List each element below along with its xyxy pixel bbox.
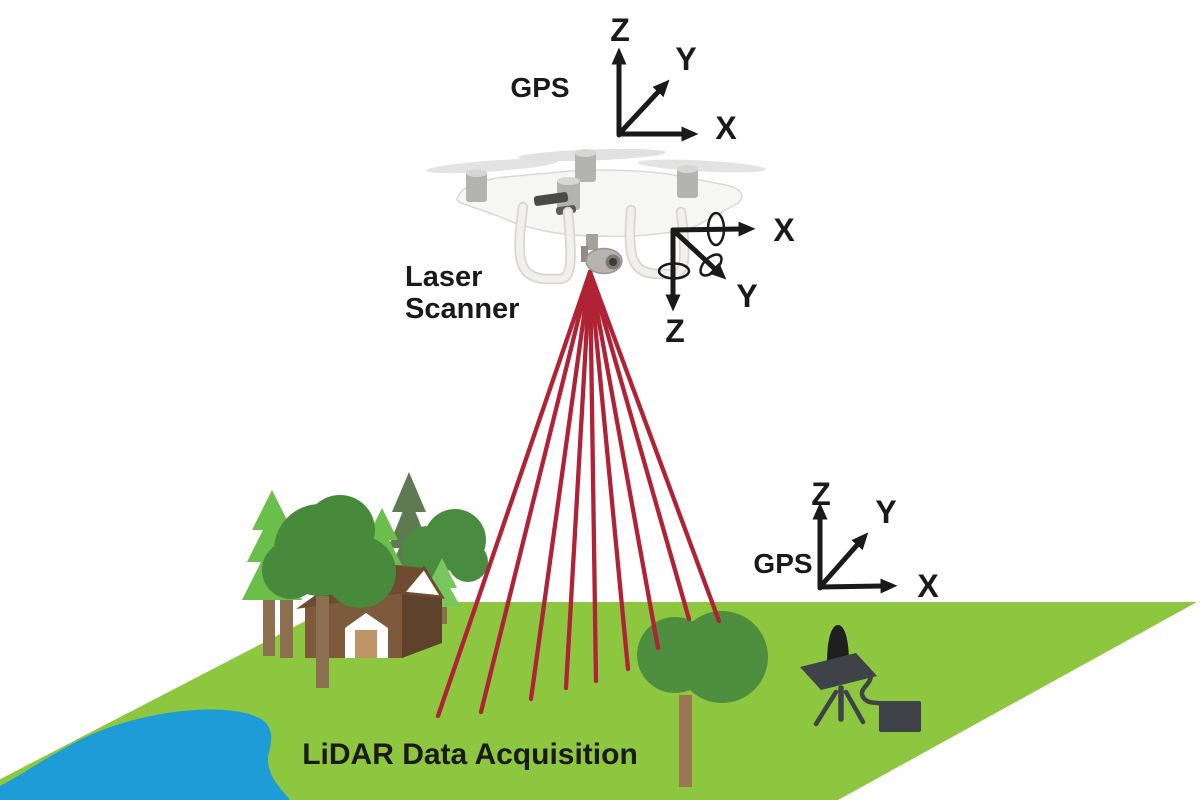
caption: LiDAR Data Acquisition [302,738,638,771]
axis-label-y: Y [875,494,896,530]
receiver-box [879,701,921,732]
axis-label-y: Y [736,278,757,314]
landing-skids [514,201,690,285]
camera-gimbal [581,234,623,275]
motors [466,152,698,210]
tripod-plate [800,653,877,690]
axis-label-z: Z [665,313,685,349]
motor-caps [466,149,698,185]
laser-beam [563,269,593,691]
rotation-ellipse [706,211,726,247]
rotation-ellipse [699,253,723,277]
rotation-ellipse [657,262,691,280]
tree-trunk [679,695,692,787]
propeller [638,159,766,173]
rotation-ellipses [657,211,726,280]
axis-y [616,79,670,137]
axis-x [817,578,898,594]
gps-frame-air [611,47,699,142]
gps-frame-ground [812,502,898,594]
motor [557,180,580,210]
axis-label-x: X [917,568,939,604]
tree-trunk [438,604,447,624]
axis-label-x: X [715,110,737,146]
labels: GPS Z Y X X Y Z GPS Z Y X Laser Scanner … [302,12,939,771]
motor [466,172,487,202]
laser-beam [587,269,599,684]
deciduous-tree-front [262,495,396,608]
laser-beam [587,269,722,624]
gps-ground-label: GPS [753,548,812,579]
drone-body [456,169,743,238]
motor [575,152,596,182]
drone-vent [533,192,569,206]
house-side-wall [402,593,442,658]
house [296,562,445,658]
axis-y [817,532,869,590]
laser-beam [528,269,593,702]
axis-label-z: Z [811,476,831,512]
tree-trunk [280,598,293,658]
house-door [355,630,377,658]
axis-label-y: Y [675,41,696,77]
tree-trunk [263,596,275,656]
ground-field [0,602,1197,800]
laser-scanner-label-line2: Scanner [405,293,519,325]
laser-beam [587,269,631,672]
house-gable [400,565,445,599]
antenna-dome [827,625,849,664]
laser-beam [435,269,593,719]
motor [677,168,698,198]
propeller [426,158,558,174]
laser-beam [587,269,692,622]
axis-label-z: Z [610,12,630,48]
tree-trunk [316,596,329,688]
laser-beam [478,269,593,715]
axis-x [670,221,756,237]
gps-base-station [800,625,921,732]
laser-scanner-label-line1: Laser [405,261,482,293]
laser-beams [435,269,722,719]
laser-beam [587,269,661,651]
axis-label-x: X [773,212,795,248]
drone [426,148,766,285]
axis-y [670,227,727,280]
gps-air-label: GPS [510,72,569,103]
lake [0,709,290,800]
